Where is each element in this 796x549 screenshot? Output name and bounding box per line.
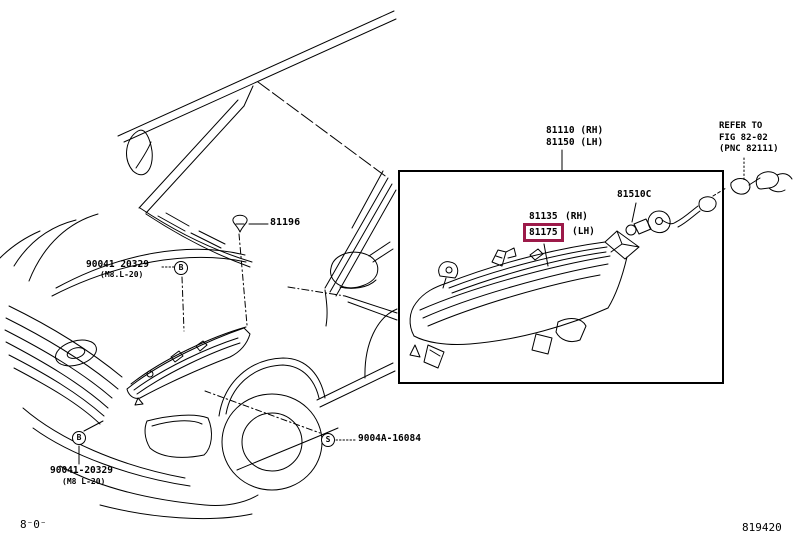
callout-bulb-socket[interactable]: 81510C <box>617 189 652 200</box>
leader-lines-detail <box>543 149 745 267</box>
refer-note-line1: REFER TO <box>719 121 763 131</box>
callout-bolt-lower-size: (M8 L-20) <box>62 477 106 486</box>
refer-note-line3: (PNC 82111) <box>719 144 779 154</box>
callout-bolt-lower-number[interactable]: 90041-20329 <box>50 465 113 476</box>
leader-lines-vehicle <box>78 214 357 465</box>
callout-unit-rh-side: (RH) <box>565 211 588 222</box>
selected-part-highlight[interactable]: 81175 <box>523 223 564 242</box>
callout-clip[interactable]: 81196 <box>270 217 301 228</box>
figure-code: 819420 <box>742 521 782 534</box>
headlamp-detail-drawing <box>409 171 793 369</box>
fastener-marker-b-lower: B <box>72 431 86 445</box>
refer-note: REFER TO FIG 82-02 (PNC 82111) <box>719 121 779 156</box>
screw-icon <box>232 214 248 233</box>
fastener-marker-b-upper: B <box>174 261 188 275</box>
refer-note-line2: FIG 82-02 <box>719 132 768 143</box>
vehicle-line-art <box>0 10 398 520</box>
callout-unit-lh-number[interactable]: 81175 <box>529 227 558 238</box>
callout-bolt-upper-size: (M8.L-20) <box>100 270 144 279</box>
callout-unit-rh-number[interactable]: 81135 <box>529 211 558 222</box>
detail-inset-box <box>398 170 724 384</box>
callout-screw-number[interactable]: 9004A-16084 <box>358 433 421 444</box>
fastener-marker-s: S <box>321 433 335 447</box>
callout-bolt-upper-number[interactable]: 90041 20329 <box>86 259 149 270</box>
callout-unit-lh-side: (LH) <box>572 226 595 237</box>
callout-assembly-rh[interactable]: 81110 (RH) <box>546 125 604 136</box>
page-code: 8⁻0⁻ <box>20 518 47 531</box>
callout-assembly-lh[interactable]: 81150 (LH) <box>546 137 604 148</box>
